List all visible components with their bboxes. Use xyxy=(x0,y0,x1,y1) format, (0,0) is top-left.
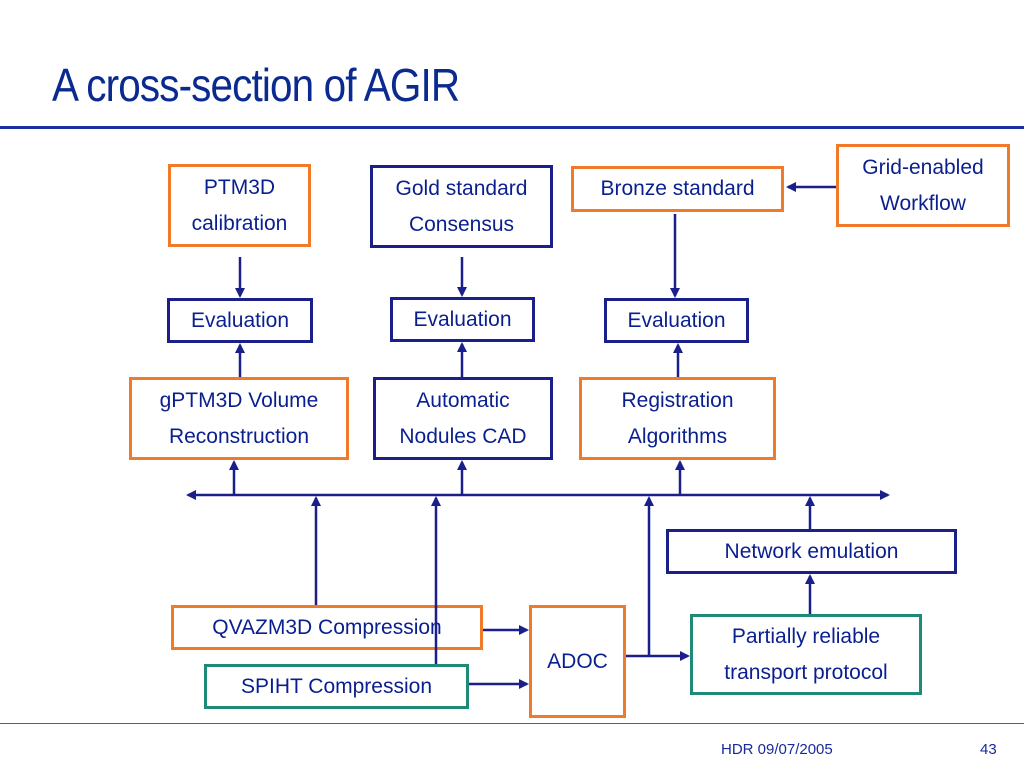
box-ptm3d-calibration-line2: calibration xyxy=(191,211,288,235)
box-network-emulation: Network emulation xyxy=(666,529,957,574)
box-adoc: ADOC xyxy=(529,605,626,718)
box-spiht-label: SPIHT Compression xyxy=(240,674,432,698)
box-partially-reliable-line2: transport protocol xyxy=(724,660,888,684)
box-gptm3d-volume: gPTM3D Volume Reconstruction xyxy=(129,377,349,460)
box-automatic-nodules: Automatic Nodules CAD xyxy=(373,377,553,460)
slide-title: A cross-section of AGIR xyxy=(52,59,460,111)
box-evaluation-1-label: Evaluation xyxy=(190,308,290,332)
page-number: 43 xyxy=(980,741,997,758)
box-ptm3d-calibration: PTM3D calibration xyxy=(168,164,311,247)
box-spiht: SPIHT Compression xyxy=(204,664,469,709)
box-evaluation-2: Evaluation xyxy=(390,297,535,342)
box-network-emulation-label: Network emulation xyxy=(724,539,899,563)
box-automatic-nodules-line2: Nodules CAD xyxy=(399,424,527,448)
title-divider xyxy=(0,126,1024,129)
box-grid-workflow: Grid-enabled Workflow xyxy=(836,144,1010,227)
box-evaluation-2-label: Evaluation xyxy=(413,307,512,331)
box-bronze-standard: Bronze standard xyxy=(571,166,784,212)
box-bronze-standard-line1: Bronze standard xyxy=(600,177,755,200)
box-grid-workflow-line1: Grid-enabled xyxy=(862,155,984,179)
box-gptm3d-volume-line2: Reconstruction xyxy=(168,424,310,448)
box-partially-reliable-line1: Partially reliable xyxy=(731,624,881,648)
footer-date: HDR 09/07/2005 xyxy=(721,741,833,758)
box-registration: Registration Algorithms xyxy=(579,377,776,460)
box-registration-line2: Algorithms xyxy=(627,424,728,448)
box-qvazm3d: QVAZM3D Compression xyxy=(171,605,483,650)
box-qvazm3d-label: QVAZM3D Compression xyxy=(212,615,442,639)
box-gold-standard: Gold standard Consensus xyxy=(370,165,553,248)
box-automatic-nodules-line1: Automatic xyxy=(416,388,510,412)
box-evaluation-3-label: Evaluation xyxy=(627,308,726,332)
box-grid-workflow-line2: Workflow xyxy=(880,191,966,215)
box-adoc-label: ADOC xyxy=(547,649,608,673)
box-evaluation-3: Evaluation xyxy=(604,298,749,343)
footer-divider xyxy=(0,723,1024,724)
box-gptm3d-volume-line1: gPTM3D Volume xyxy=(159,388,319,412)
box-partially-reliable: Partially reliable transport protocol xyxy=(690,614,922,695)
box-gold-standard-line1: Gold standard xyxy=(395,176,528,200)
box-registration-line1: Registration xyxy=(621,388,734,412)
box-ptm3d-calibration-line1: PTM3D xyxy=(203,175,276,199)
box-evaluation-1: Evaluation xyxy=(167,298,313,343)
box-gold-standard-line2: Consensus xyxy=(408,212,515,236)
